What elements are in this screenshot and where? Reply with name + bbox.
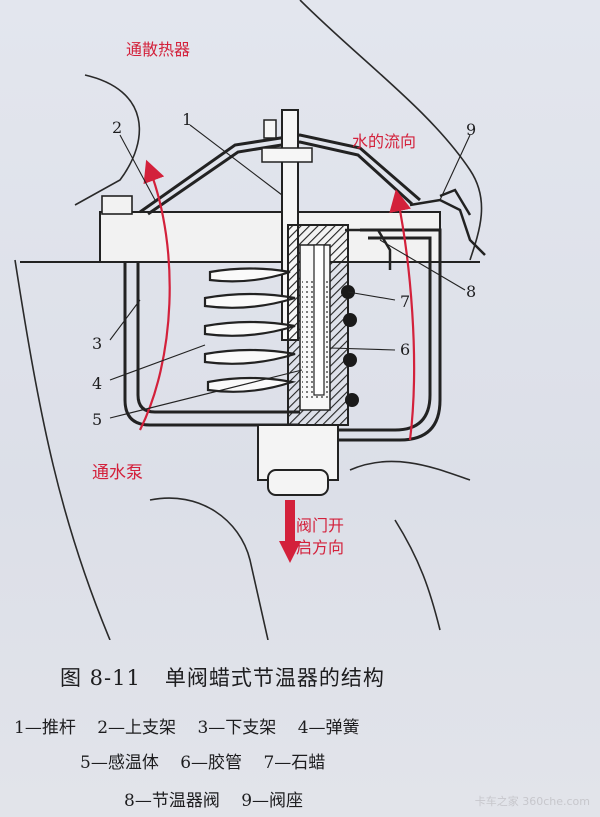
legend-item: 1—推杆 [14,718,76,738]
callout-1: 1 [182,110,193,129]
thermostat-diagram [14,0,486,640]
callout-2: 2 [112,118,123,137]
watermark: 卡车之家 360che.com [474,795,590,808]
upper-support [139,133,421,216]
legend-item: 3—下支架 [197,718,277,738]
valve-seat [409,188,486,256]
legend-item: 2—上支架 [97,718,177,738]
legend-row-1: 1—推杆 2—上支架 3—下支架 4—弹簧 [14,713,376,738]
legend-item: 5—感温体 [80,753,159,773]
callout-4: 4 [92,374,103,393]
label-valve-open-1: 阀门开 [296,516,345,535]
callout-5: 5 [92,410,103,429]
label-water-flow: 水的流向 [352,132,417,151]
figure-number: 图 8-11 [60,666,141,690]
figure-title: 单阀蜡式节温器的结构 [164,666,385,690]
callout-3: 3 [92,334,103,353]
callout-8: 8 [466,282,477,301]
legend-item: 7—石蜡 [263,753,326,773]
callout-6: 6 [400,340,411,359]
bottom-stem [257,424,339,496]
legend-item: 8—节温器阀 [124,791,220,811]
callout-9: 9 [466,120,477,139]
lower-support [123,228,442,442]
legend-row-2: 5—感温体 6—胶管 7—石蜡 [80,748,341,773]
leader-lines [109,124,471,419]
legend-item: 4—弹簧 [297,718,360,738]
thermal-body [287,224,349,426]
valve-arrow-shaft [285,500,295,550]
label-valve-open-2: 启方向 [296,538,345,557]
legend-item: 6—胶管 [180,753,243,773]
callout-7: 7 [400,292,411,311]
legend-item: 9—阀座 [241,791,304,811]
valve-8 [345,228,392,270]
label-to-pump: 通水泵 [92,463,143,483]
housing-outline [14,0,483,640]
legend-row-3: 8—节温器阀 9—阀座 [124,786,319,811]
figure-caption: 图 8-11 单阀蜡式节温器的结构 [60,662,385,692]
label-to-radiator: 通散热器 [126,40,191,59]
